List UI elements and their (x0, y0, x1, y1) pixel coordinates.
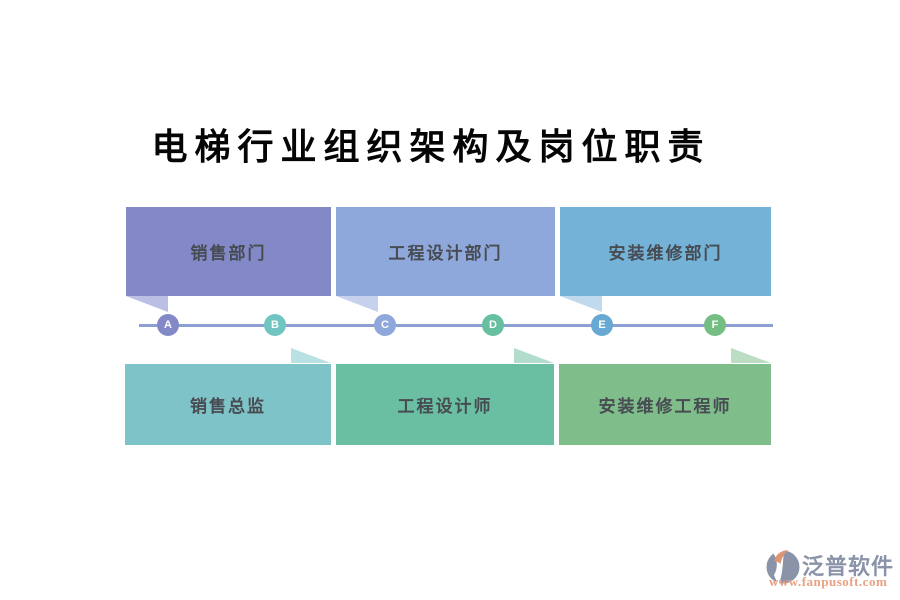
dept-box-engineering-design-label: 工程设计部门 (388, 244, 503, 263)
dept-box-sales: 销售部门 (126, 207, 331, 296)
timeline-node-e-label: E (598, 319, 606, 331)
connector-tail-down-2 (336, 296, 378, 312)
page-title: 电梯行业组织架构及岗位职责 (151, 126, 711, 167)
brand-url: www.fanpusoft.com (769, 574, 888, 589)
fanpu-logo-icon (766, 549, 800, 585)
connector-tail-down-1 (126, 296, 168, 312)
timeline-node-b-label: B (271, 319, 279, 331)
brand-name: 泛普软件 (802, 554, 895, 579)
role-box-install-engineer: 安装维修工程师 (559, 364, 771, 445)
timeline-node-a-label: A (164, 319, 172, 331)
dept-box-install-maintenance: 安装维修部门 (560, 207, 771, 296)
timeline-line (139, 324, 773, 327)
connector-tail-down-3 (560, 296, 602, 312)
timeline-node-c: C (374, 314, 396, 336)
role-box-design-engineer-label: 工程设计师 (397, 397, 493, 416)
timeline-node-a: A (157, 314, 179, 336)
timeline-node-f: F (704, 314, 726, 336)
role-box-install-engineer-label: 安装维修工程师 (598, 397, 732, 416)
timeline-node-e: E (591, 314, 613, 336)
timeline-node-c-label: C (381, 319, 389, 331)
dept-box-engineering-design: 工程设计部门 (336, 207, 555, 296)
fanpu-logo: 泛普软件 www.fanpusoft.com (765, 547, 895, 595)
timeline-node-d: D (482, 314, 504, 336)
timeline-node-d-label: D (489, 319, 497, 331)
connector-tail-up-1 (291, 348, 331, 363)
timeline-node-b: B (264, 314, 286, 336)
timeline-node-f-label: F (711, 319, 719, 331)
dept-box-sales-label: 销售部门 (190, 244, 267, 263)
connector-tail-up-3 (731, 348, 771, 363)
role-box-sales-director: 销售总监 (125, 364, 331, 445)
role-box-sales-director-label: 销售总监 (190, 397, 266, 416)
role-box-design-engineer: 工程设计师 (336, 364, 554, 445)
connector-tail-up-2 (514, 348, 554, 363)
dept-box-install-maintenance-label: 安装维修部门 (608, 244, 723, 263)
